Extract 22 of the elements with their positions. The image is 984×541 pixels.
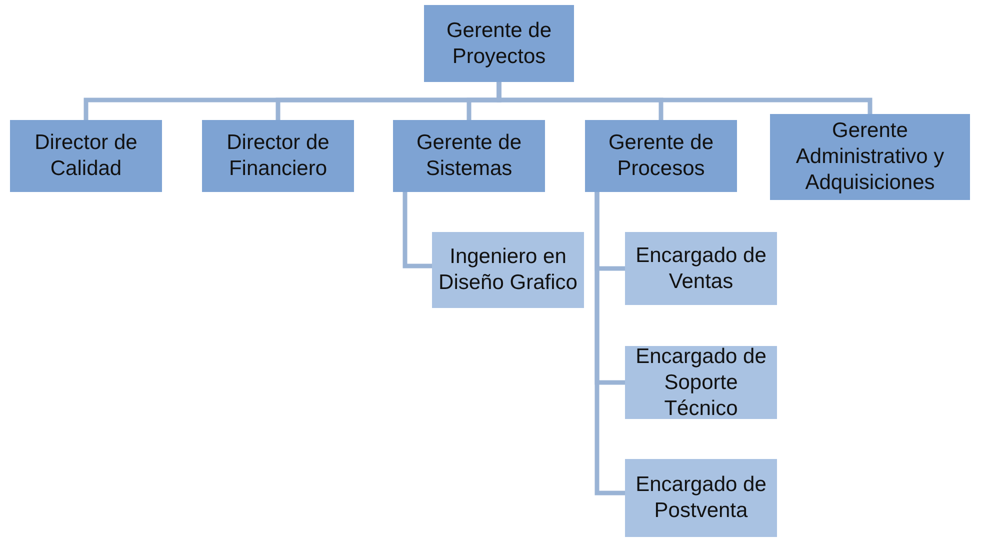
position-title: Director de Calidad [34,130,138,182]
subposition-box [625,232,777,305]
position-title: Gerente de Proyectos [445,18,553,70]
position-title: Ingeniero en Diseño Grafico [438,244,578,296]
position-box [424,5,574,82]
position-title: Encargado de Soporte Técnico [634,344,768,422]
position-title: Encargado de Ventas [634,242,768,294]
position-title: Encargado de Postventa [634,472,768,524]
position-title: Gerente de Procesos [607,130,715,182]
subposition-box [432,232,584,308]
connector-line [402,192,432,268]
position-title: Director de Financiero [226,130,330,182]
position-box [585,120,737,192]
position-title: Gerente de Sistemas [415,130,523,182]
subposition-box [625,459,777,537]
position-box [202,120,354,192]
position-box [770,114,970,200]
position-title: Gerente Administrativo y Adquisiciones [794,118,946,196]
subposition-box [625,346,777,419]
position-box [393,120,545,192]
connector-line [594,192,625,496]
position-box [10,120,162,192]
